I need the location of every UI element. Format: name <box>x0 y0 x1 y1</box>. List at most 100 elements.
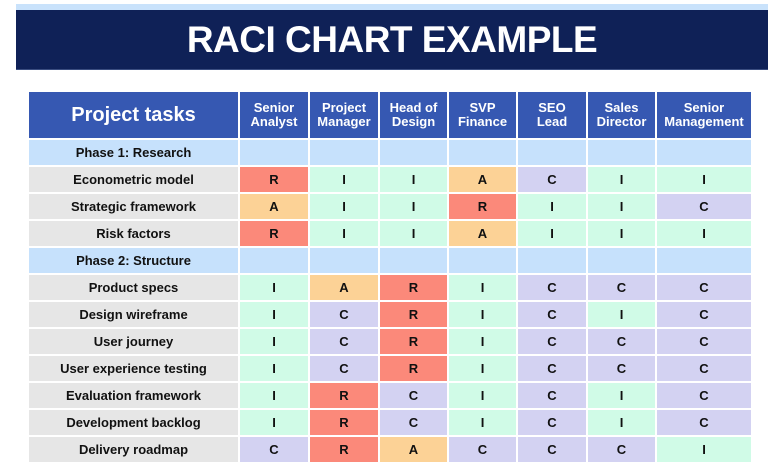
raci-cell: I <box>449 275 516 300</box>
raci-cell: I <box>380 221 447 246</box>
task-name: Risk factors <box>29 221 238 246</box>
raci-cell: I <box>588 410 655 435</box>
raci-cell: C <box>380 383 447 408</box>
raci-cell: I <box>657 437 751 462</box>
raci-cell: I <box>240 356 308 381</box>
raci-cell: C <box>588 437 655 462</box>
title-banner: RACI CHART EXAMPLE <box>16 10 768 70</box>
raci-cell: R <box>449 194 516 219</box>
phase-empty-cell <box>588 248 655 273</box>
task-name: Development backlog <box>29 410 238 435</box>
phase-row: Phase 2: Structure <box>29 248 751 273</box>
raci-cell: I <box>657 167 751 192</box>
raci-cell: C <box>518 410 586 435</box>
raci-cell: C <box>657 410 751 435</box>
page-title: RACI CHART EXAMPLE <box>186 18 598 60</box>
raci-cell: C <box>518 356 586 381</box>
phase-label: Phase 2: Structure <box>29 248 238 273</box>
phase-label: Phase 1: Research <box>29 140 238 165</box>
phase-empty-cell <box>310 248 378 273</box>
raci-cell: I <box>588 383 655 408</box>
raci-cell: C <box>310 329 378 354</box>
raci-cell: R <box>380 302 447 327</box>
raci-cell: A <box>449 221 516 246</box>
raci-cell: C <box>588 329 655 354</box>
raci-cell: C <box>657 329 751 354</box>
raci-cell: C <box>657 275 751 300</box>
raci-cell: C <box>657 194 751 219</box>
phase-empty-cell <box>657 140 751 165</box>
phase-row: Phase 1: Research <box>29 140 751 165</box>
raci-cell: C <box>518 437 586 462</box>
raci-cell: A <box>240 194 308 219</box>
raci-cell: C <box>657 356 751 381</box>
column-header-project-tasks: Project tasks <box>29 92 238 138</box>
raci-cell: R <box>380 356 447 381</box>
raci-cell: I <box>449 383 516 408</box>
raci-cell: I <box>380 194 447 219</box>
phase-empty-cell <box>240 140 308 165</box>
raci-cell: C <box>518 302 586 327</box>
raci-cell: R <box>380 329 447 354</box>
raci-cell: A <box>380 437 447 462</box>
raci-cell: I <box>449 302 516 327</box>
raci-cell: R <box>380 275 447 300</box>
phase-empty-cell <box>380 248 447 273</box>
phase-empty-cell <box>518 248 586 273</box>
raci-cell: I <box>380 167 447 192</box>
raci-cell: C <box>588 356 655 381</box>
raci-cell: C <box>518 329 586 354</box>
phase-empty-cell <box>518 140 586 165</box>
phase-empty-cell <box>449 140 516 165</box>
task-name: Evaluation framework <box>29 383 238 408</box>
raci-cell: I <box>449 329 516 354</box>
task-name: Product specs <box>29 275 238 300</box>
raci-cell: C <box>657 383 751 408</box>
raci-cell: I <box>657 221 751 246</box>
raci-cell: I <box>240 302 308 327</box>
raci-cell: R <box>240 167 308 192</box>
raci-cell: R <box>310 410 378 435</box>
raci-cell: I <box>310 167 378 192</box>
raci-cell: C <box>588 275 655 300</box>
raci-cell: I <box>449 410 516 435</box>
phase-empty-cell <box>657 248 751 273</box>
phase-empty-cell <box>310 140 378 165</box>
raci-cell: I <box>240 410 308 435</box>
task-name: Strategic framework <box>29 194 238 219</box>
raci-cell: C <box>518 383 586 408</box>
task-name: Delivery roadmap <box>29 437 238 462</box>
title-accent-strip <box>16 4 768 10</box>
raci-cell: R <box>240 221 308 246</box>
task-name: Design wireframe <box>29 302 238 327</box>
raci-cell: C <box>380 410 447 435</box>
raci-cell: I <box>240 275 308 300</box>
raci-cell: I <box>449 356 516 381</box>
phase-empty-cell <box>240 248 308 273</box>
raci-cell: I <box>240 383 308 408</box>
raci-cell: R <box>310 383 378 408</box>
phase-empty-cell <box>449 248 516 273</box>
raci-cell: A <box>449 167 516 192</box>
raci-cell: C <box>449 437 516 462</box>
raci-cell: C <box>518 275 586 300</box>
raci-cell: R <box>310 437 378 462</box>
